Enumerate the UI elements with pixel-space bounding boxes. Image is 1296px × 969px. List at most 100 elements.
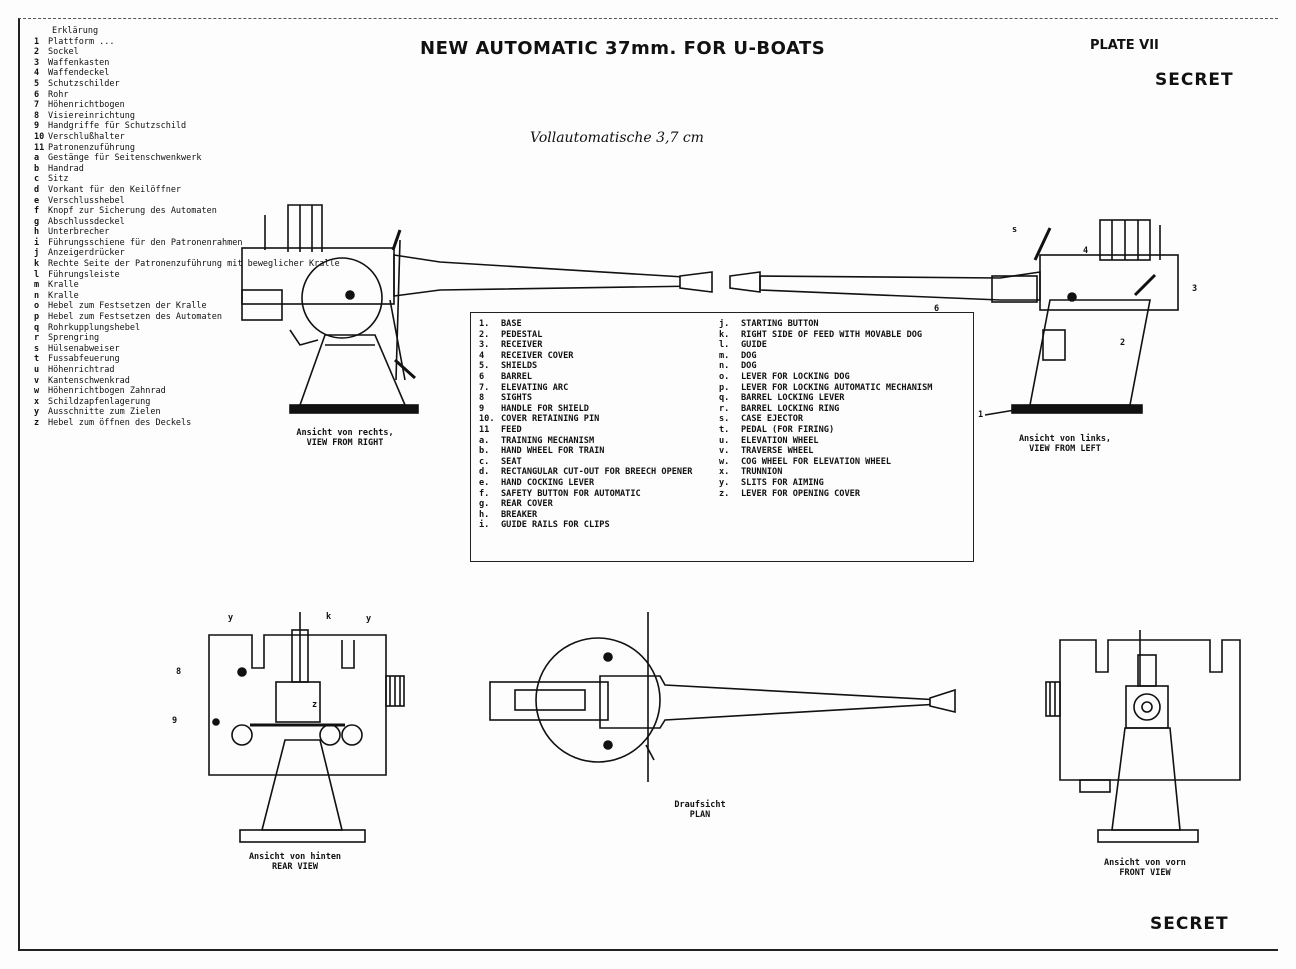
legend-item: q.BARREL LOCKING LEVER [719, 393, 969, 404]
legend-item: 6 BARREL [479, 372, 724, 383]
legend-text: TRAINING MECHANISM [501, 435, 595, 446]
legend-text: HAND WHEEL FOR TRAIN [501, 446, 605, 457]
legend-text: Schutzschilder [48, 78, 120, 89]
legend-text: Kralle [48, 280, 79, 291]
legend-item: i.GUIDE RAILS FOR CLIPS [479, 520, 724, 531]
legend-key: a. [479, 435, 490, 446]
legend-key: g [34, 216, 40, 227]
legend-key: 7 [34, 100, 40, 111]
legend-text: HAND COCKING LEVER [501, 477, 595, 488]
legend-key: b [34, 163, 40, 174]
callout-3: 3 [1192, 284, 1198, 294]
legend-text: Rohrkupplungshebel [48, 322, 141, 333]
callout-8: 8 [176, 667, 182, 677]
legend-text: Unterbrecher [48, 227, 110, 238]
legend-text: HANDLE FOR SHIELD [501, 403, 589, 414]
legend-text: Handrad [48, 163, 84, 174]
legend-key: w [34, 386, 40, 397]
legend-text: Sprengring [48, 333, 100, 344]
legend-item: 2.PEDESTAL [479, 330, 724, 341]
legend-item: w.COG WHEEL FOR ELEVATION WHEEL [719, 457, 969, 468]
legend-key: h. [479, 509, 490, 520]
legend-key: x. [719, 467, 730, 478]
legend-key: u. [719, 435, 730, 446]
legend-text: Ausschnitte zum Zielen [48, 407, 161, 418]
legend-item: v.TRAVERSE WHEEL [719, 446, 969, 457]
legend-item: 1.BASE [479, 319, 724, 330]
legend-text: DOG [741, 350, 757, 361]
legend-item: 9 HANDLE FOR SHIELD [479, 404, 724, 415]
legend-item: q Rohrkupplungshebel [34, 323, 264, 334]
legend-key: f. [479, 488, 490, 499]
legend-item: w Höhenrichtbogen Zahnrad [34, 386, 264, 397]
callout-2: 2 [1120, 338, 1126, 348]
legend-key: 1 [34, 36, 40, 47]
callout-s: s [1012, 225, 1018, 235]
legend-item: f.SAFETY BUTTON FOR AUTOMATIC [479, 489, 724, 500]
legend-key: 9 [479, 403, 485, 414]
legend-item: 10.COVER RETAINING PIN [479, 414, 724, 425]
legend-key: l [34, 269, 40, 280]
secret-stamp-bottom: SECRET [1150, 914, 1229, 934]
drawing-sheet-border [18, 18, 1278, 951]
legend-item: u.ELEVATION WHEEL [719, 436, 969, 447]
legend-item: d.RECTANGULAR CUT-OUT FOR BREECH OPENER [479, 467, 724, 478]
legend-item: 7.ELEVATING ARC [479, 383, 724, 394]
legend-text: DOG [741, 361, 757, 372]
legend-key: s. [719, 414, 730, 425]
german-legend-header: Erklärung [52, 26, 99, 36]
legend-key: p. [719, 382, 730, 393]
legend-text: Plattform ... [48, 36, 115, 47]
legend-key: n. [719, 361, 730, 372]
legend-key: t. [719, 424, 730, 435]
legend-key: k [34, 259, 40, 270]
legend-key: 5 [34, 78, 40, 89]
legend-text: PEDESTAL [501, 329, 543, 340]
legend-item: e.HAND COCKING LEVER [479, 478, 724, 489]
legend-text: BARREL LOCKING LEVER [741, 393, 845, 404]
plan-view-drawing [489, 612, 956, 782]
legend-text: Hebel zum Festsetzen des Automaten [48, 312, 222, 323]
legend-text: Höhenrichtrad [48, 365, 115, 375]
legend-text: REAR COVER [501, 499, 553, 510]
legend-key: 4 [34, 68, 40, 79]
legend-text: Fussabfeuerung [48, 354, 120, 365]
legend-text: RECEIVER COVER [501, 350, 574, 361]
legend-text: SHIELDS [501, 361, 538, 372]
view-from-left-drawing [729, 219, 1179, 416]
legend-text: BARREL LOCKING RING [741, 403, 840, 414]
legend-text: COG WHEEL FOR ELEVATION WHEEL [741, 456, 892, 467]
legend-key: s [34, 343, 40, 354]
legend-text: BARREL [501, 371, 533, 382]
legend-item: 5.SHIELDS [479, 361, 724, 372]
legend-item: g.REAR COVER [479, 499, 724, 510]
legend-text: RIGHT SIDE OF FEED WITH MOVABLE DOG [741, 329, 923, 340]
legend-text: Höhenrichtbogen Zahnrad [48, 386, 166, 397]
legend-text: SLITS FOR AIMING [741, 477, 824, 488]
callout-y-right: y [366, 614, 372, 624]
legend-key: q [34, 322, 40, 333]
legend-text: Verschlusshebel [48, 195, 125, 206]
legend-text: CASE EJECTOR [741, 414, 804, 425]
legend-item: c.SEAT [479, 457, 724, 468]
legend-key: 11 [479, 424, 490, 435]
legend-text: Führungsleiste [48, 269, 120, 280]
legend-text: Knopf zur Sicherung des Automaten [48, 206, 217, 217]
legend-key: 6 [479, 371, 485, 382]
view-from-right-drawing [241, 204, 713, 414]
legend-text: Schildzapfenlagerung [48, 396, 151, 407]
legend-text: Vorkant für den Keilöffner [48, 184, 182, 195]
legend-text: Verschlußhalter [48, 131, 125, 142]
legend-key: c. [479, 456, 490, 467]
